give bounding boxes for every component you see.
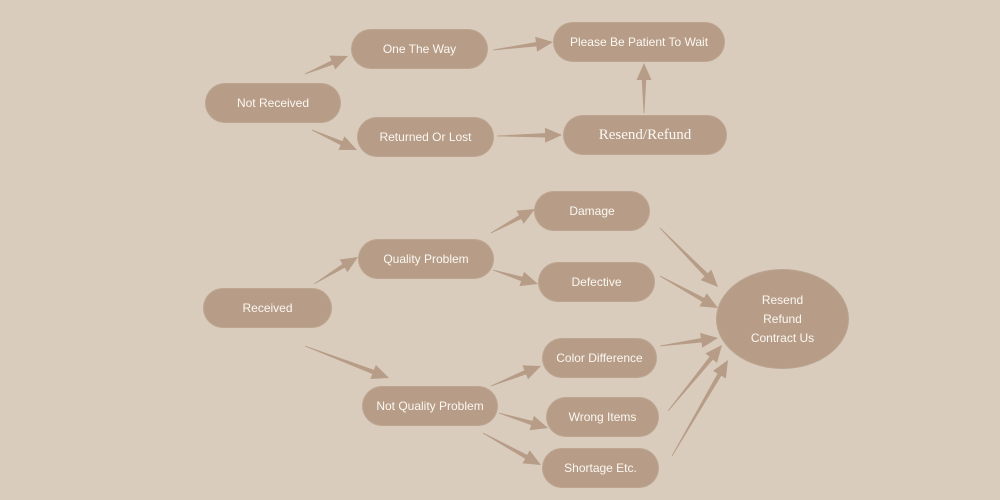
node-returned-or-lost: Returned Or Lost (357, 117, 494, 157)
outcome-line-contract: Contract Us (750, 330, 815, 345)
node-not-received: Not Received (205, 83, 341, 123)
arrow-received-quality (313, 257, 358, 285)
arrow-notquality-wrong (498, 412, 548, 431)
outcome-line-refund: Refund (763, 311, 802, 326)
node-quality-problem: Quality Problem (358, 239, 494, 279)
arrow-ontheway-pleasewait (492, 36, 553, 52)
arrow-shortage-outcome (671, 360, 728, 457)
arrow-resend-pleasewait (636, 63, 652, 113)
node-damage: Damage (534, 191, 650, 231)
node-wrong-items: Wrong Items (546, 397, 659, 437)
arrow-notquality-color (490, 365, 541, 387)
arrow-damage-outcome (659, 227, 718, 287)
node-color-difference: Color Difference (542, 338, 657, 378)
outcome-line-resend: Resend (761, 292, 804, 307)
arrow-color-outcome (659, 332, 718, 348)
node-resend-refund: Resend/Refund (563, 115, 727, 155)
node-shortage: Shortage Etc. (542, 448, 659, 488)
arrow-quality-damage (490, 209, 535, 234)
arrow-quality-defective (492, 269, 538, 287)
node-received: Received (203, 288, 332, 328)
arrow-notreceived-returned (311, 129, 357, 150)
arrow-notquality-shortage (482, 432, 541, 465)
node-defective: Defective (538, 262, 655, 302)
node-please-wait: Please Be Patient To Wait (553, 22, 725, 62)
arrow-wrong-outcome (667, 345, 722, 412)
node-outcome: Resend Refund Contract Us (716, 269, 849, 369)
arrow-received-notquality (304, 345, 389, 379)
node-on-the-way: One The Way (351, 29, 488, 69)
arrow-notreceived-ontheway (304, 55, 348, 75)
node-not-quality-problem: Not Quality Problem (362, 386, 498, 426)
arrow-returned-resend (497, 127, 562, 143)
arrow-defective-outcome (659, 275, 718, 308)
